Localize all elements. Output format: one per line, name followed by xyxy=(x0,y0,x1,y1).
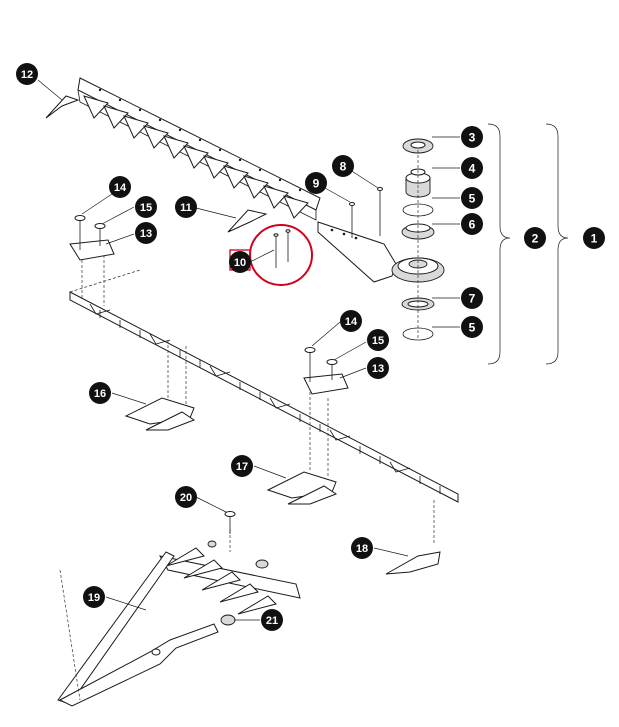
lever-19 xyxy=(57,551,219,707)
callout-8: 8 xyxy=(332,155,354,177)
hold-down-clip-upper xyxy=(69,215,115,261)
guard-assembly xyxy=(159,540,301,615)
svg-text:13: 13 xyxy=(372,363,384,375)
callout-20: 20 xyxy=(175,486,197,508)
svg-text:18: 18 xyxy=(356,543,368,555)
callout-9: 9 xyxy=(305,172,327,194)
callout-7: 7 xyxy=(461,287,483,309)
svg-text:10: 10 xyxy=(234,257,246,269)
bolt-20 xyxy=(224,511,236,534)
callout-10: 10 xyxy=(229,251,251,273)
callout-12: 12 xyxy=(16,63,38,85)
svg-text:1: 1 xyxy=(591,232,598,246)
svg-text:5: 5 xyxy=(469,192,476,206)
callout-16: 16 xyxy=(89,382,111,404)
svg-text:15: 15 xyxy=(372,335,384,347)
callout-14-upper: 14 xyxy=(109,176,131,198)
knife-section-11 xyxy=(227,209,268,233)
hold-down-clip-lower xyxy=(303,347,349,395)
svg-text:4: 4 xyxy=(469,162,476,176)
svg-text:16: 16 xyxy=(94,388,106,400)
callout-21: 21 xyxy=(261,609,283,631)
callout-1: 1 xyxy=(583,227,605,249)
callout-6: 6 xyxy=(461,213,483,235)
guard-16 xyxy=(124,397,196,431)
callout-15-lower: 15 xyxy=(367,329,389,351)
callout-14-lower: 14 xyxy=(340,310,362,332)
svg-text:21: 21 xyxy=(266,615,278,627)
guard-18 xyxy=(385,551,441,575)
knife-section xyxy=(77,77,321,221)
leader-lines xyxy=(37,79,460,621)
callout-3: 3 xyxy=(461,126,483,148)
bolts xyxy=(349,187,383,238)
callout-5-upper: 5 xyxy=(461,187,483,209)
svg-text:6: 6 xyxy=(469,218,476,232)
svg-text:7: 7 xyxy=(469,292,476,306)
svg-text:14: 14 xyxy=(114,182,127,194)
brace-1 xyxy=(545,123,569,365)
callout-5-lower: 5 xyxy=(461,316,483,338)
svg-text:20: 20 xyxy=(180,492,192,504)
svg-text:12: 12 xyxy=(21,69,33,81)
nut-21 xyxy=(220,614,236,626)
svg-text:19: 19 xyxy=(88,592,100,604)
callout-18: 18 xyxy=(351,537,373,559)
callout-17: 17 xyxy=(231,455,253,477)
svg-text:13: 13 xyxy=(140,228,152,240)
svg-text:9: 9 xyxy=(313,177,320,191)
callout-15-upper: 15 xyxy=(135,196,157,218)
svg-text:15: 15 xyxy=(140,202,152,214)
svg-text:17: 17 xyxy=(236,461,248,473)
callout-4: 4 xyxy=(461,157,483,179)
cutter-bar xyxy=(69,269,459,503)
callout-2: 2 xyxy=(524,227,546,249)
callout-19: 19 xyxy=(83,586,105,608)
svg-text:11: 11 xyxy=(180,202,192,214)
alignment-lines xyxy=(81,250,435,552)
svg-text:5: 5 xyxy=(469,321,476,335)
callout-13-lower: 13 xyxy=(367,357,389,379)
callout-13-upper: 13 xyxy=(135,222,157,244)
svg-text:3: 3 xyxy=(469,131,476,145)
loose-knife-section xyxy=(45,95,80,119)
svg-text:8: 8 xyxy=(340,160,347,174)
bearing-stack xyxy=(401,138,435,341)
brace-2 xyxy=(487,123,511,365)
svg-text:2: 2 xyxy=(532,232,539,246)
callouts: 1 2 3 4 5 5 6 7 xyxy=(16,63,605,631)
callout-11: 11 xyxy=(175,196,197,218)
guard-17 xyxy=(266,471,338,505)
svg-text:14: 14 xyxy=(345,316,358,328)
